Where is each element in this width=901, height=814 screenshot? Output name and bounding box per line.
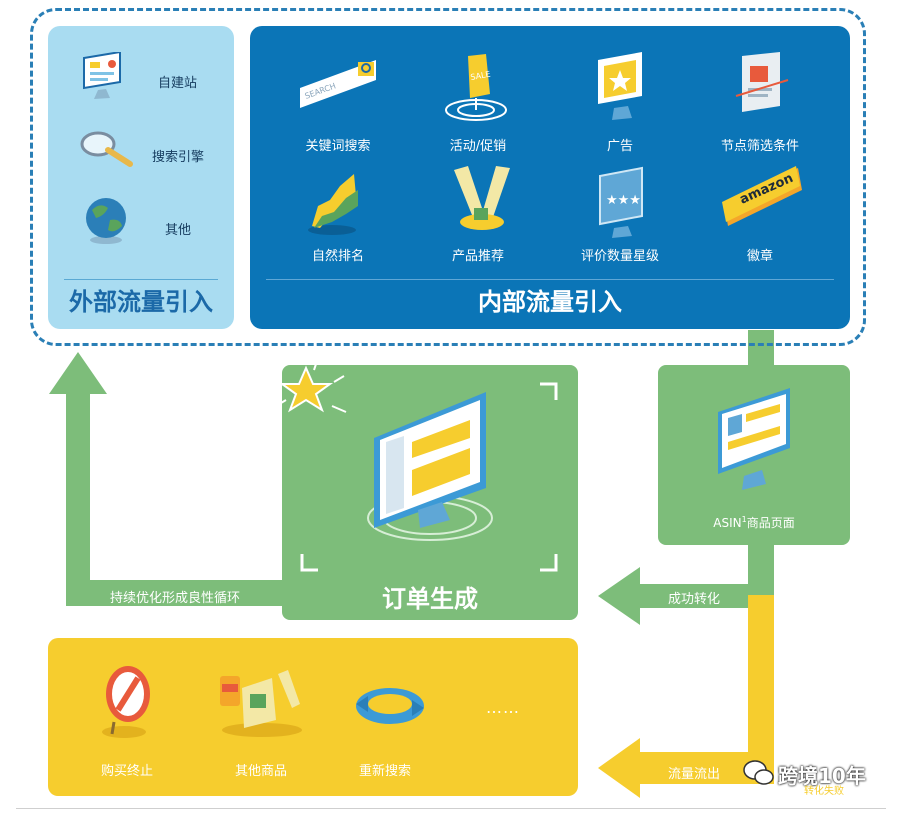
external-item-label: 自建站 (158, 76, 198, 91)
loop-arrow (49, 352, 282, 606)
divider (266, 279, 834, 280)
watermark-text: 跨境10年 (778, 764, 866, 788)
amazon-badge-icon: amazon (722, 166, 802, 226)
external-traffic-title: 外部流量引入 (69, 288, 213, 316)
asin-product-page-label: ASIN1商品页面 (713, 515, 795, 530)
ranking-chart-icon (308, 174, 358, 235)
external-traffic-panel (48, 26, 234, 329)
internal-item-label: 活动/促销 (449, 139, 507, 154)
divider (64, 279, 218, 280)
stop-sign-icon (102, 666, 150, 738)
spotlight-icon (454, 166, 510, 230)
internal-item-label: 节点筛选条件 (720, 139, 799, 154)
sale-tag-icon: SALE (445, 54, 507, 121)
internal-item-label: 自然排名 (311, 249, 364, 264)
ad-monitor-icon (598, 52, 642, 120)
internal-item-label: 关键词搜索 (305, 139, 371, 154)
more-icon: …… (486, 698, 520, 717)
outflow-label: 流量流出 (668, 767, 721, 782)
conversion-label: 成功转化 (668, 592, 721, 607)
star-rating-icon: ★★★ (599, 166, 643, 238)
refresh-icon (356, 688, 424, 724)
magnifier-icon (80, 131, 133, 167)
internal-item-label: 徽章 (746, 249, 773, 264)
outflow-item-label: 重新搜索 (358, 764, 411, 779)
search-bar-icon: SEARCH (300, 60, 376, 108)
internal-item-label: 广告 (606, 139, 633, 154)
sale-tag-text: SALE (470, 70, 491, 82)
internal-item-label: 评价数量星级 (580, 249, 659, 264)
filter-card-icon (735, 52, 789, 112)
external-item-label: 搜索引擎 (152, 150, 205, 165)
order-generation-title: 订单生成 (382, 585, 478, 613)
divider (16, 808, 886, 809)
external-item-label: 其他 (165, 223, 192, 238)
outflow-item-label: 购买终止 (100, 764, 153, 779)
watermark-sub: 转化失败 (804, 786, 844, 797)
globe-icon (86, 198, 126, 244)
outflow-item-label: 其他商品 (234, 764, 287, 779)
website-monitor-icon (83, 52, 121, 99)
loop-label: 持续优化形成良性循环 (110, 591, 241, 606)
star-burst-icon (269, 357, 347, 413)
internal-to-asin-connector (748, 330, 774, 370)
internal-item-label: 产品推荐 (451, 249, 504, 264)
product-page-monitor-icon (718, 388, 790, 490)
wechat-icon (743, 760, 774, 785)
internal-traffic-title: 内部流量引入 (478, 288, 622, 316)
traffic-sources-frame (30, 8, 866, 346)
order-monitor-icon (300, 382, 558, 572)
conversion-arrow (598, 545, 774, 625)
other-products-icon (220, 670, 302, 737)
svg-text:★★★: ★★★ (606, 193, 641, 208)
